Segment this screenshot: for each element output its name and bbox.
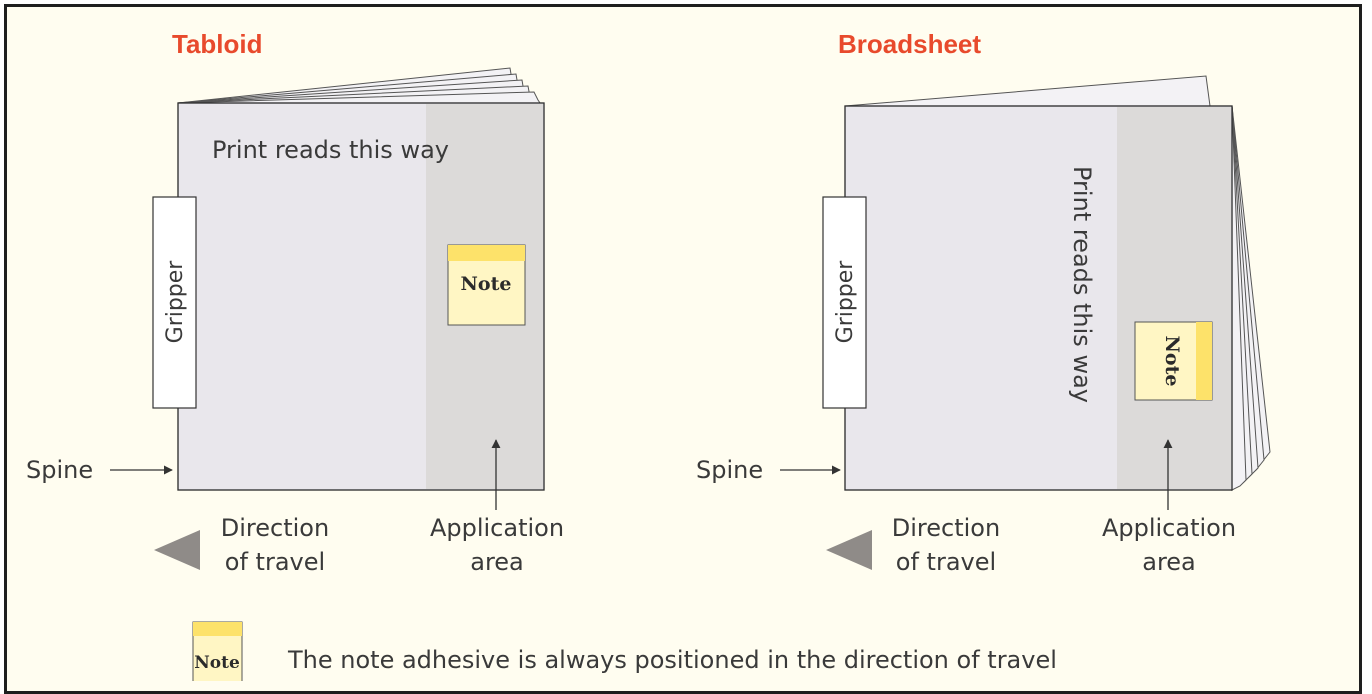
legend-note: Note — [192, 621, 243, 681]
tabloid-diagram: Tabloid Print reads this way Note Grippe… — [26, 29, 564, 576]
legend-note-label: Note — [194, 653, 240, 673]
tabloid-application-line2: area — [470, 548, 524, 576]
broadsheet-title: Broadsheet — [838, 29, 981, 59]
broadsheet-direction-line2: of travel — [896, 548, 996, 576]
broadsheet-print-direction: Print reads this way — [1068, 166, 1096, 403]
tabloid-application-line1: Application — [430, 514, 564, 542]
broadsheet-application-line2: area — [1142, 548, 1196, 576]
tabloid-direction-line2: of travel — [225, 548, 325, 576]
broadsheet-spine-label: Spine — [696, 456, 763, 484]
tabloid-gripper: Gripper — [152, 196, 197, 409]
broadsheet-direction-arrow — [826, 530, 872, 570]
broadsheet-note: Note — [1134, 321, 1213, 401]
broadsheet-direction-line1: Direction — [892, 514, 1000, 542]
broadsheet-top-fold — [844, 75, 1211, 107]
broadsheet-note-label: Note — [1161, 336, 1183, 387]
broadsheet-application-area — [1117, 107, 1231, 489]
tabloid-page-stack — [177, 67, 542, 104]
tabloid-note: Note — [447, 244, 526, 326]
tabloid-note-label: Note — [461, 273, 512, 295]
broadsheet-diagram: Broadsheet Print reads this way Note Gri… — [696, 29, 1271, 576]
tabloid-spine-label: Spine — [26, 456, 93, 484]
broadsheet-gripper: Gripper — [822, 196, 867, 409]
tabloid-print-direction: Print reads this way — [212, 136, 449, 164]
tabloid-direction-line1: Direction — [221, 514, 329, 542]
tabloid-title: Tabloid — [172, 29, 263, 59]
broadsheet-page-stack — [1231, 105, 1271, 492]
tabloid-gripper-label: Gripper — [163, 260, 188, 344]
legend-caption: The note adhesive is always positioned i… — [287, 646, 1057, 674]
broadsheet-gripper-label: Gripper — [833, 260, 858, 344]
legend: Note The note adhesive is always positio… — [192, 621, 1057, 681]
broadsheet-application-line1: Application — [1102, 514, 1236, 542]
tabloid-direction-arrow — [154, 530, 200, 570]
